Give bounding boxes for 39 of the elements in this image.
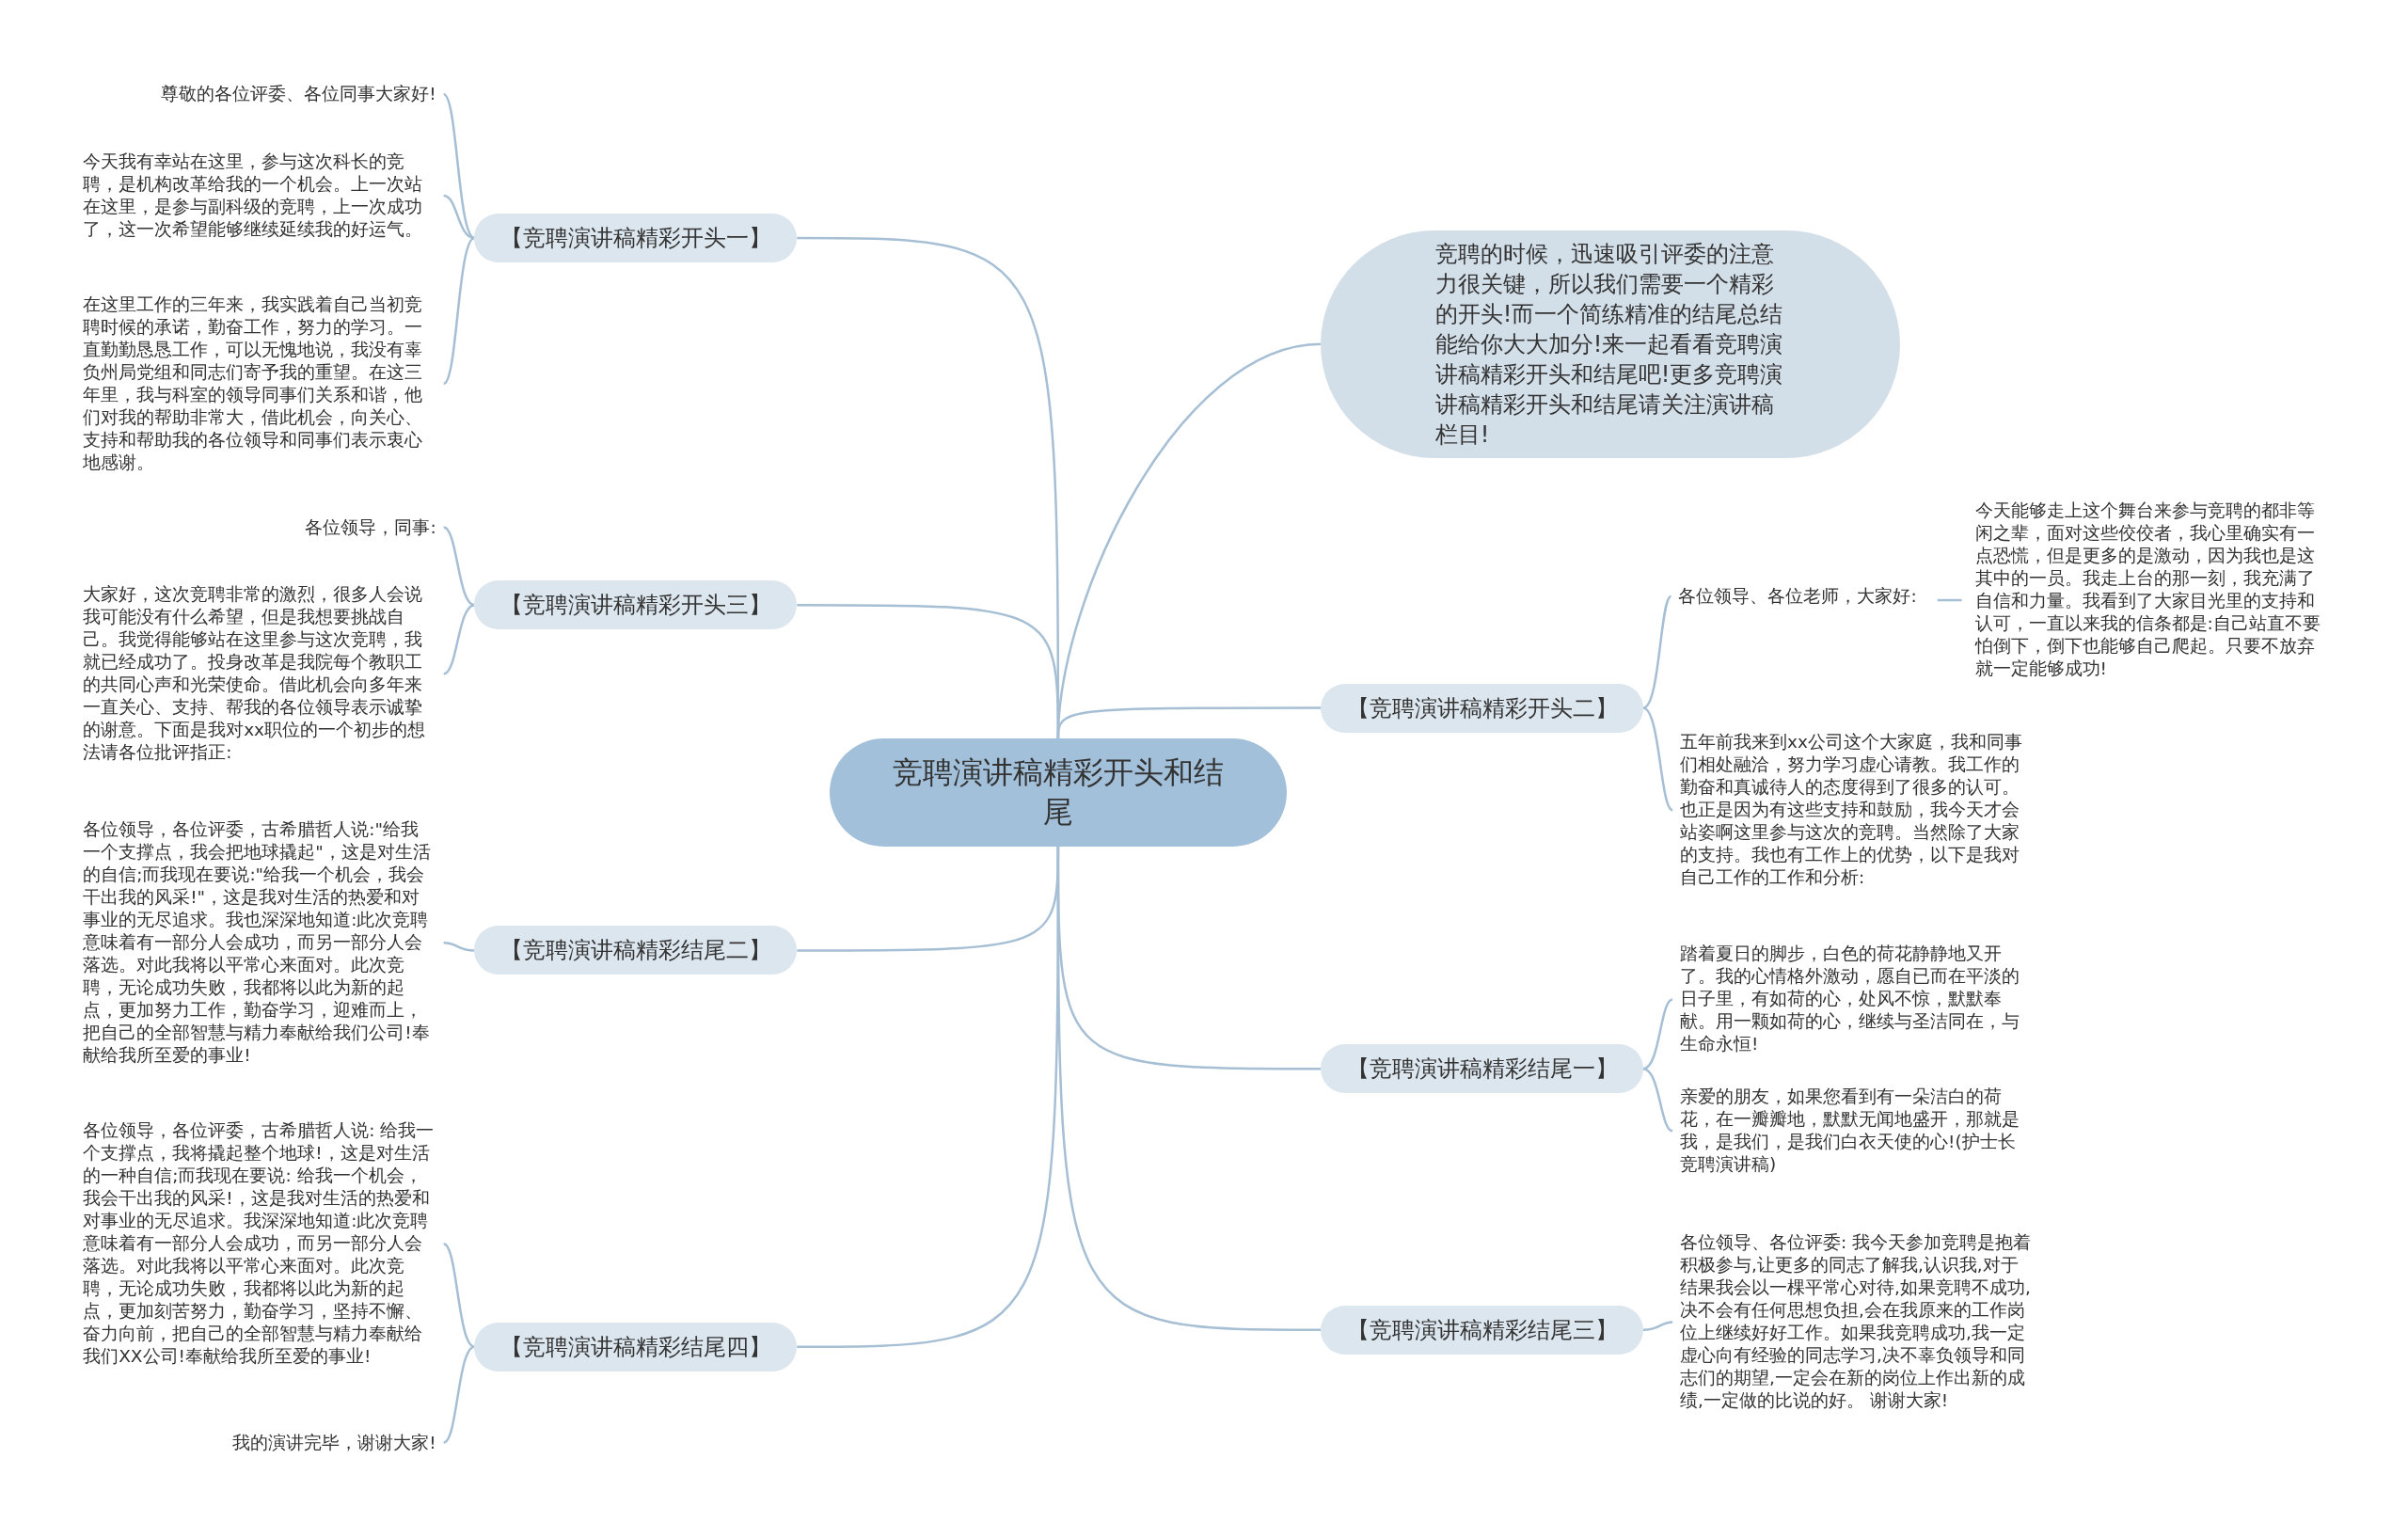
connector-line <box>1642 1068 1673 1133</box>
topic-box: 【竞聘演讲稿精彩开头三】 <box>474 580 798 630</box>
connector-line <box>1642 1321 1673 1331</box>
topic-box: 【竞聘演讲稿精彩结尾二】 <box>474 926 798 975</box>
connector-line <box>443 526 475 607</box>
note-text: 大家好，这次竞聘非常的激烈，很多人会说我可能没有什么希望，但是我想要挑战自己。我觉得能够站在这里参与这次竞聘，我就已经成功了。投身改革是我院每个教职工的共同心声和光荣使命。借此机会向多年来一直关心、支持、帮我的各位领导表示诚挚的谢意。下面是我对xx职位的一个初步的想法请各位批评指正: <box>83 583 436 765</box>
note-text: 各位领导，各位评委，古希腊哲人说: 给我一个支撑点，我将撬起整个地球!，这是对生活的一种自信;而我现在要说: 给我一个机会，我会干出我的风采!，这是我对生活的热爱和对事业的无尽追求。我深深地知道:此次竞聘意味着有一部分人会成功，而另一部分人会落选。对此我将以平常心来面对。此次竞聘，无论成功失败，我都将以此为新的起点，更加刻苦努力，勤奋学习，坚持不懈、奋力向前，把自己的全部智慧与精力奉献给我们XX公司!奉献给我所至爱的事业! <box>83 1119 436 1369</box>
connector-line <box>443 1345 476 1444</box>
topic-box: 【竞聘演讲稿精彩结尾一】 <box>1321 1044 1643 1094</box>
note-text: 各位领导、各位老师，大家好: <box>1678 585 1925 609</box>
connector-line <box>1642 706 1673 812</box>
summary-bubble: 竞聘的时候，迅速吸引评委的注意力很关键，所以我们需要一个精彩的开头!而一个简练精准的结尾总结能给你大大加分!来一起看看竞聘演讲稿精彩开头和结尾吧!更多竞聘演讲稿精彩开头和结尾请关注演讲稿栏目! <box>1321 230 1900 458</box>
note-text: 在这里工作的三年来，我实践着自己当初竞聘时候的承诺，勤奋工作，努力的学习。一直勤勤恳恳工作，可以无愧地说，我没有辜负州局党组和同志们寄予我的重望。在这三年里，我与科室的领导同事们关系和谐，他们对我的帮助非常大，借此机会，向关心、支持和帮助我的各位领导和同事们表示衷心地感谢。 <box>83 293 436 474</box>
connector-line <box>443 941 475 952</box>
topic-box: 【竞聘演讲稿精彩开头二】 <box>1321 683 1643 733</box>
topic-box: 【竞聘演讲稿精彩开头一】 <box>474 213 798 262</box>
topic-box: 【竞聘演讲稿精彩结尾四】 <box>474 1322 798 1372</box>
connector-line <box>443 194 475 240</box>
note-text: 各位领导，各位评委，古希腊哲人说:"给我一个支撑点，我会把地球撬起"，这是对生活的自信;而我现在要说:"给我一个机会，我会干出我的风采!"，这是我对生活的热爱和对事业的无尽追求。我也深深地知道:此次竞聘意味着有一部分人会成功，而另一部分人会落选。对此我将以平常心来面对。此次竞聘，无论成功失败，我都将以此为新的起点，更加努力工作，勤奋学习，迎难而上，把自己的全部智慧与精力奉献给我们公司!奉献给我所至爱的事业! <box>83 818 436 1068</box>
note-text: 五年前我来到xx公司这个大家庭，我和同事们相处融洽，努力学习虚心请教。我工作的勤奋和真诚待人的态度得到了很多的认可。也正是因为有这些支持和鼓励，我今天才会站姿啊这里参与这次的竞聘。当然除了大家的支持。我也有工作上的优势，以下是我对自己工作的工作和分析: <box>1680 731 2034 890</box>
note-text: 今天能够走上这个舞台来参与竞聘的都非等闲之辈，面对这些佼佼者，我心里确实有一点恐慌，但是更多的是激动，因为我也是这其中的一员。我走上台的那一刻，我充满了自信和力量。我看到了大家目光里的支持和认可，一直以来我的信条都是:自己站直不要怕倒下，倒下也能够自己爬起。只要不放弃就一定能够成功! <box>1974 499 2330 680</box>
connector-line <box>1642 998 1673 1070</box>
note-text: 尊敬的各位评委、各位同事大家好! <box>83 83 436 106</box>
connector-line <box>442 236 476 385</box>
note-text: 踏着夏日的脚步，白色的荷花静静地又开了。我的心情格外激动，愿自已而在平淡的日子里，有如荷的心，处风不惊，默默奉献。用一颗如荷的心，继续与圣洁同在，与生命永恒! <box>1680 943 2034 1056</box>
central-topic-box: 竞聘演讲稿精彩开头和结尾 <box>829 738 1288 847</box>
connector-line <box>1056 846 1322 1331</box>
topic-box: 【竞聘演讲稿精彩结尾三】 <box>1321 1305 1643 1355</box>
note-text: 亲爱的朋友，如果您看到有一朵洁白的荷花，在一瓣瓣地，默默无闻地盛开，那就是我，是我们，是我们白衣天使的心!(护士长竞聘演讲稿) <box>1680 1086 2034 1177</box>
connector-line <box>443 603 475 675</box>
connector-line <box>1937 598 1962 602</box>
note-text: 我的演讲完毕，谢谢大家! <box>83 1431 436 1454</box>
note-text: 今天我有幸站在这里，参与这次科长的竞聘，是机构改革给我的一个机会。上一次站在这里，是参与副科级的竞聘，上一次成功了，这一次希望能够继续延续我的好运气。 <box>83 151 436 241</box>
note-text: 各位领导、各位评委: 我今天参加竞聘是抱着积极参与,让更多的同志了解我,认识我,对于结果我会以一棵平常心对待,如果竞聘不成功,决不会有任何思想负担,会在我原来的工作岗位上继续好好工作。如果我竞聘成功,我一定虚心向有经验的同志学习,决不辜负领导和同志们的期望,一定会在新的岗位上作出新的成绩,一定做的比说的好。 谢谢大家! <box>1680 1231 2034 1413</box>
connector-line <box>1642 595 1672 709</box>
connector-line <box>442 93 476 239</box>
note-text: 各位领导，同事: <box>83 515 436 539</box>
connector-line <box>1056 706 1322 739</box>
connector-line <box>443 1243 476 1348</box>
